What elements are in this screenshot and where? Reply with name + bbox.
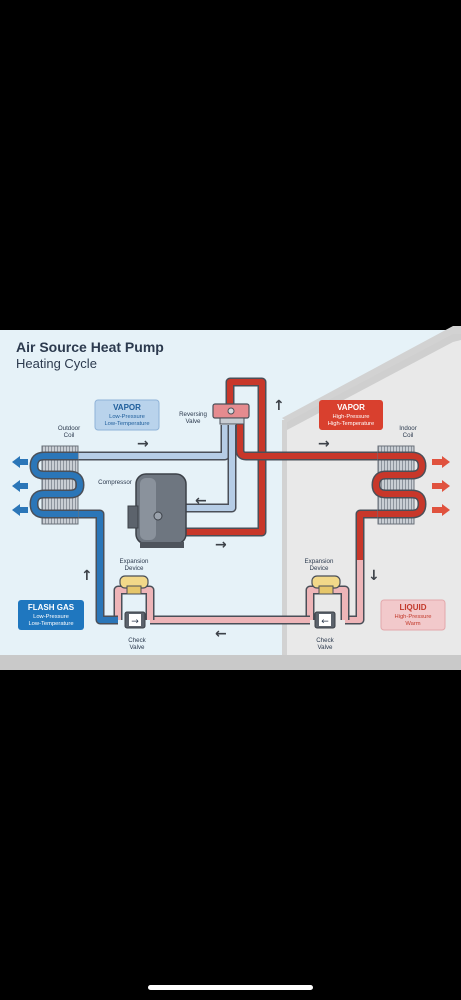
flow-arrow-right-icon: →: [137, 436, 149, 452]
svg-text:Low-Pressure: Low-Pressure: [109, 414, 145, 420]
check-valve-right: ←: [314, 611, 336, 629]
check-valve-label: Valve: [317, 644, 333, 651]
diagram-subtitle: Heating Cycle: [16, 356, 97, 371]
outdoor-coil-label: Outdoor: [58, 425, 80, 432]
svg-text:FLASH GAS: FLASH GAS: [28, 603, 75, 612]
check-valve-label: Valve: [129, 644, 145, 651]
expansion-device-left: [119, 575, 149, 595]
outdoor-heat-arrows: [12, 456, 28, 516]
flow-arrow-up-icon: ↑: [81, 568, 93, 584]
indoor-coil: [371, 445, 427, 525]
expansion-device-label: Expansion: [120, 558, 149, 565]
reversing-valve-label: Reversing: [179, 411, 207, 418]
house-wall-edge: [282, 420, 287, 656]
vapor-low-pressure-box: VAPOR Low-Pressure Low-Temperature: [94, 399, 160, 431]
compressor-label: Compressor: [98, 479, 132, 486]
expansion-device-label: Expansion: [305, 558, 334, 565]
indoor-heat-arrows: [432, 456, 450, 516]
expansion-device-label: Device: [125, 565, 144, 572]
reversing-valve-label: Valve: [185, 418, 201, 425]
svg-text:Low-Pressure: Low-Pressure: [33, 614, 69, 620]
flow-arrow-down-icon: ↓: [368, 568, 380, 584]
svg-text:VAPOR: VAPOR: [337, 403, 365, 412]
flow-arrow-up-icon: ↑: [273, 398, 285, 414]
svg-text:Warm: Warm: [405, 621, 420, 627]
indoor-coil-label: Coil: [403, 432, 414, 439]
flash-gas-box: FLASH GAS Low-Pressure Low-Temperature: [18, 600, 84, 630]
vapor-high-pressure-box: VAPOR High-Pressure High-Temperature: [319, 400, 383, 430]
check-valve-label: Check: [316, 637, 334, 644]
home-indicator[interactable]: [148, 985, 313, 990]
outdoor-coil: [29, 445, 85, 525]
expansion-device-label: Device: [310, 565, 329, 572]
svg-text:High-Pressure: High-Pressure: [332, 414, 369, 420]
svg-text:←: ←: [321, 617, 329, 627]
house-roof: [282, 326, 461, 424]
svg-text:Low-Temperature: Low-Temperature: [104, 421, 149, 427]
diagram-title: Air Source Heat Pump: [16, 339, 164, 355]
flow-arrows: → ↑ → ← → ↓ ← ↑: [81, 398, 380, 642]
indoor-coil-label: Indoor: [399, 425, 417, 432]
svg-text:VAPOR: VAPOR: [113, 403, 141, 412]
flow-arrow-right-icon: →: [215, 537, 227, 553]
svg-text:LIQUID: LIQUID: [399, 603, 426, 612]
flow-arrow-left-icon: ←: [215, 626, 227, 642]
expansion-device-right: [311, 575, 341, 595]
check-valve-left: →: [124, 611, 146, 629]
outdoor-coil-label: Coil: [64, 432, 75, 439]
check-valve-label: Check: [128, 637, 146, 644]
svg-text:Low-Temperature: Low-Temperature: [28, 621, 73, 627]
flow-arrow-right-icon: →: [318, 436, 330, 452]
liquid-box: LIQUID High-Pressure Warm: [380, 599, 446, 631]
ground: [0, 655, 461, 670]
flow-arrow-left-icon: ←: [195, 493, 207, 509]
svg-text:High-Pressure: High-Pressure: [394, 614, 431, 620]
compressor: [127, 473, 187, 548]
reversing-valve: [212, 403, 250, 425]
svg-text:→: →: [131, 617, 139, 627]
svg-text:High-Temperature: High-Temperature: [328, 421, 374, 427]
